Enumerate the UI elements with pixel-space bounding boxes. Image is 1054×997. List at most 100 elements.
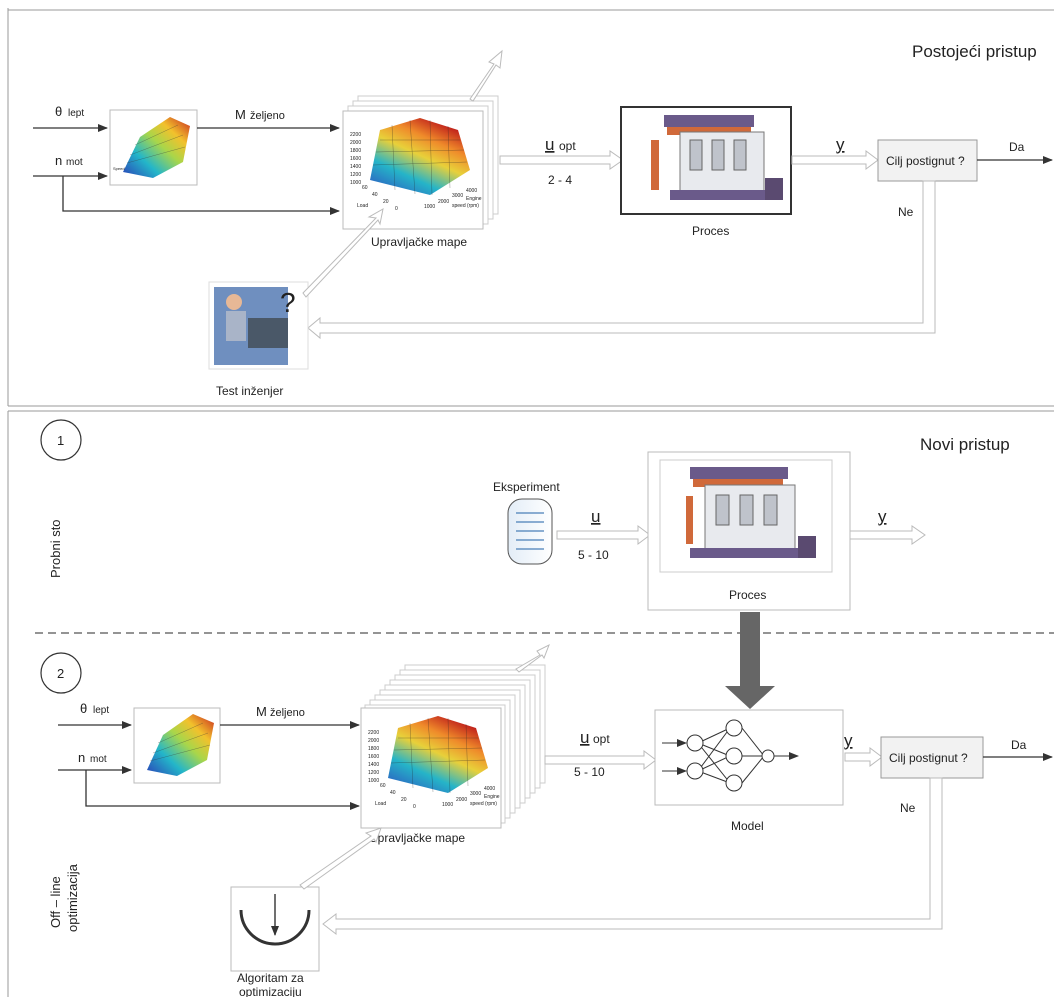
z-tick: 1000 — [350, 180, 361, 186]
step-1-badge: 1 — [40, 419, 82, 461]
bottom-input-n: n mot — [58, 750, 360, 810]
z-tick: 1400 — [350, 164, 361, 170]
load-axis: Load — [357, 203, 368, 209]
top-process-box: Proces — [620, 106, 792, 238]
bottom-section: Novi pristup — [7, 410, 1054, 997]
z-tick: 1600 — [350, 156, 361, 162]
model-box: Model — [654, 709, 844, 833]
maps-label-bottom: Upravljačke mape — [369, 831, 465, 845]
process-to-model-arrow — [725, 612, 775, 709]
z-tick: 2200 — [368, 730, 379, 736]
bottom-process-box: Proces — [647, 451, 851, 611]
optimization-icon — [239, 909, 311, 946]
probni-sto-label: Probni sto — [48, 519, 63, 578]
z-tick: 1200 — [368, 770, 379, 776]
u-symbol-bottom: u — [591, 507, 600, 526]
bottom-m-line: M željeno — [220, 704, 360, 729]
top-title: Postojeći pristup — [912, 42, 1037, 61]
load-tick: 40 — [372, 192, 378, 198]
speed-axis: Engine — [466, 196, 482, 202]
speed-tick: 4000 — [484, 786, 495, 792]
svg-text:Speed: Speed — [113, 166, 125, 171]
n-symbol-bottom: n — [78, 750, 85, 765]
step-1-text: 1 — [57, 433, 64, 448]
n-sub-bottom: mot — [90, 754, 107, 765]
theta-sub-bottom: lept — [93, 705, 109, 716]
z-tick: 1600 — [368, 754, 379, 760]
load-tick: 40 — [390, 790, 396, 796]
yes-label: Da — [1009, 140, 1025, 154]
speed-tick: 1000 — [424, 204, 435, 210]
top-stack-diagonal-arrow — [469, 49, 503, 102]
z-tick: 2000 — [368, 738, 379, 744]
maps-label: Upravljačke mape — [371, 235, 467, 249]
z-tick: 2200 — [350, 132, 361, 138]
speed-axis: Engine — [484, 794, 500, 800]
bottom-u-arrow: u opt 5 - 10 — [544, 728, 657, 779]
question-mark: ? — [280, 287, 296, 318]
top-section: Postojeći pristup — [7, 8, 1054, 407]
bottom-stack-diagonal-arrow — [515, 643, 550, 673]
top-u-arrow: u opt 2 - 4 — [499, 135, 624, 187]
m-symbol: M — [235, 107, 246, 122]
theta-sub: lept — [68, 108, 84, 119]
load-tick: 0 — [395, 206, 398, 212]
load-tick: 20 — [383, 199, 389, 205]
test-engineer: ? Test inženjer — [208, 281, 309, 398]
u-opt-symbol-bottom: u — [580, 728, 589, 747]
n-symbol: n — [55, 153, 62, 168]
engine-icon — [686, 467, 816, 558]
y-symbol: y — [836, 135, 845, 154]
engine-icon — [651, 115, 783, 200]
theta-symbol: θ — [55, 104, 62, 119]
u-range-1: 5 - 10 — [578, 548, 609, 562]
speed-tick: 3000 — [452, 193, 463, 199]
algo-to-maps-arrow — [299, 827, 382, 890]
experiment-label: Eksperiment — [493, 480, 560, 494]
process-label-bottom: Proces — [729, 588, 766, 602]
y2-symbol-bottom: y — [844, 731, 853, 750]
speed-axis: speed (rpm) — [470, 801, 497, 807]
top-m-line: M željeno — [197, 107, 340, 132]
bottom-y-arrow-1: y — [849, 507, 926, 545]
z-tick: 1800 — [350, 148, 361, 154]
bottom-goal-box: Cilj postignut ? Da Ne — [880, 736, 1053, 815]
load-axis: Load — [375, 801, 386, 807]
z-tick: 1200 — [350, 172, 361, 178]
m-sub-bottom: željeno — [270, 707, 305, 719]
top-y-arrow: y — [791, 135, 879, 170]
bottom-feedback-arrow — [322, 777, 943, 936]
z-tick: 1400 — [368, 762, 379, 768]
u-symbol: u — [545, 135, 554, 154]
no-label: Ne — [898, 205, 914, 219]
z-tick: 1000 — [368, 778, 379, 784]
z-tick: 1800 — [368, 746, 379, 752]
u-opt-sub-bottom: opt — [593, 732, 610, 746]
process-label: Proces — [692, 224, 729, 238]
load-tick: 60 — [380, 783, 386, 789]
speed-tick: 2000 — [438, 199, 449, 205]
engineer-label: Test inženjer — [216, 384, 283, 398]
m-symbol-bottom: M — [256, 704, 267, 719]
optimization-algorithm: Algoritam za optimizaciju — [230, 886, 320, 997]
experiment-u-arrow: u 5 - 10 — [556, 507, 651, 562]
top-small-map: Speed — [109, 109, 198, 186]
speed-tick: 3000 — [470, 791, 481, 797]
speed-tick: 4000 — [466, 188, 477, 194]
neural-network-icon — [662, 719, 799, 792]
u-range-2: 5 - 10 — [574, 765, 605, 779]
step-2-badge: 2 — [40, 652, 82, 694]
offline-label-a: Off – line — [48, 876, 63, 928]
algo-label-2: optimizaciju — [239, 985, 302, 997]
yes-label-bottom: Da — [1011, 738, 1027, 752]
offline-label-b: optimizacija — [65, 863, 80, 932]
n-sub: mot — [66, 157, 83, 168]
load-tick: 60 — [362, 185, 368, 191]
m-sub: željeno — [250, 110, 285, 122]
step-2-text: 2 — [57, 666, 64, 681]
speed-tick: 1000 — [442, 802, 453, 808]
top-goal-box: Cilj postignut ? Da Ne — [877, 139, 1053, 219]
engineer-to-maps-arrow — [302, 208, 384, 298]
bottom-map-stack: 2200 2000 1800 1600 1400 1200 1000 60 40… — [360, 664, 546, 845]
speed-axis: speed (rpm) — [452, 203, 479, 209]
